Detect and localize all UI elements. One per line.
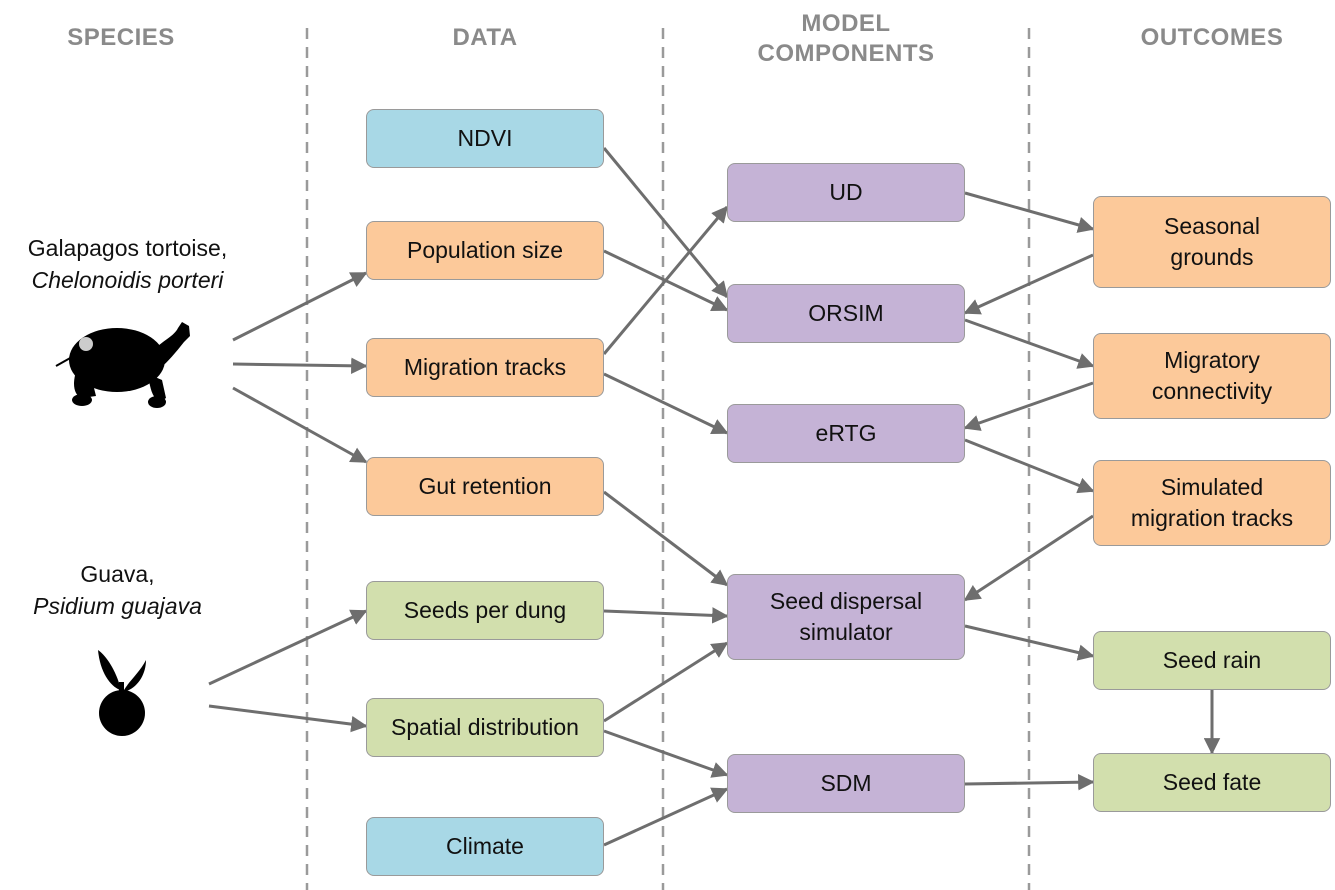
node-seed-rain: Seed rain bbox=[1093, 631, 1331, 690]
arrow-tortoise-to-migration bbox=[232, 357, 368, 375]
species-tortoise-label: Galapagos tortoise, Chelonoidis porteri bbox=[0, 232, 255, 296]
node-ud: UD bbox=[727, 163, 965, 222]
arrow-sdm-to-seed-fate bbox=[964, 773, 1095, 791]
arrow-simulated-to-seed-sim bbox=[963, 514, 1094, 602]
node-spatial-distribution: Spatial distribution bbox=[366, 698, 604, 757]
column-header-model: MODEL COMPONENTS bbox=[716, 9, 976, 69]
node-ud-label: UD bbox=[829, 179, 863, 205]
node-migratory-connectivity: Migratory connectivity bbox=[1093, 333, 1331, 419]
arrow-seeds-to-seed-sim bbox=[603, 607, 729, 624]
node-ertg-label: eRTG bbox=[815, 420, 877, 446]
node-climate-label: Climate bbox=[446, 833, 524, 859]
node-seed-rain-label: Seed rain bbox=[1162, 647, 1262, 673]
node-seeds-per-dung: Seeds per dung bbox=[366, 581, 604, 640]
node-simulated-migration-tracks: Simulated migration tracks bbox=[1093, 460, 1331, 546]
node-seasonal-grounds: Seasonal grounds bbox=[1093, 196, 1331, 288]
arrow-migration-to-ud bbox=[602, 205, 729, 355]
arrow-seasonal-to-orsim bbox=[963, 253, 1094, 315]
arrow-migration-to-ertg bbox=[603, 372, 729, 435]
column-header-species: SPECIES bbox=[67, 24, 175, 51]
node-ertg: eRTG bbox=[727, 404, 965, 463]
node-gut-retention-label: Gut retention bbox=[418, 473, 552, 499]
node-orsim: ORSIM bbox=[727, 284, 965, 343]
node-sdm-label: SDM bbox=[820, 770, 872, 796]
node-ndvi-label: NDVI bbox=[457, 125, 513, 151]
arrow-guava-to-seeds bbox=[208, 609, 368, 686]
column-header-outcomes: OUTCOMES bbox=[1140, 24, 1284, 51]
arrow-guava-to-spatial bbox=[208, 704, 368, 733]
node-seeds-per-dung-label: Seeds per dung bbox=[403, 597, 567, 623]
node-spatial-distribution-label: Spatial distribution bbox=[391, 714, 579, 740]
arrow-ndvi-to-orsim bbox=[602, 147, 729, 299]
node-ndvi: NDVI bbox=[366, 109, 604, 168]
node-seasonal-line2: grounds bbox=[1170, 244, 1254, 270]
arrow-connectivity-to-ertg bbox=[963, 381, 1094, 431]
tortoise-scientific-name: Chelonoidis porteri bbox=[31, 267, 224, 293]
guava-common-name: Guava, bbox=[80, 561, 155, 587]
node-seed-dispersal-simulator: Seed dispersal simulator bbox=[727, 574, 965, 660]
arrow-climate-to-sdm bbox=[603, 787, 729, 847]
node-gut-retention: Gut retention bbox=[366, 457, 604, 516]
arrow-ud-to-seasonal bbox=[964, 191, 1095, 233]
node-simulated-line1: Simulated bbox=[1160, 474, 1264, 500]
node-migration-tracks: Migration tracks bbox=[366, 338, 604, 397]
species-guava-label: Guava, Psidium guajava bbox=[0, 558, 235, 622]
arrow-ertg-to-simulated bbox=[964, 438, 1095, 494]
node-population-size: Population size bbox=[366, 221, 604, 280]
node-seasonal-line1: Seasonal bbox=[1164, 213, 1260, 239]
node-climate: Climate bbox=[366, 817, 604, 876]
arrow-tortoise-to-gut bbox=[232, 386, 368, 464]
node-connectivity-line1: Migratory bbox=[1164, 347, 1260, 373]
arrow-spatial-to-sdm bbox=[603, 729, 729, 778]
column-header-model-line1: MODEL bbox=[801, 10, 891, 37]
arrow-gut-to-seed-sim bbox=[603, 490, 729, 587]
node-seed-fate: Seed fate bbox=[1093, 753, 1331, 812]
arrow-seed-sim-to-seed-rain bbox=[964, 624, 1095, 661]
arrow-orsim-to-connectivity bbox=[964, 318, 1095, 369]
node-seed-dispersal-line2: simulator bbox=[799, 619, 893, 645]
tortoise-silhouette-icon bbox=[55, 322, 190, 408]
node-migration-tracks-label: Migration tracks bbox=[403, 354, 567, 380]
node-orsim-label: ORSIM bbox=[808, 300, 884, 326]
arrow-spatial-to-seed-sim bbox=[603, 641, 729, 723]
tortoise-common-name: Galapagos tortoise, bbox=[27, 235, 228, 261]
node-population-size-label: Population size bbox=[407, 237, 563, 263]
node-simulated-line2: migration tracks bbox=[1130, 505, 1294, 531]
column-header-model-line2: COMPONENTS bbox=[757, 40, 935, 67]
guava-silhouette-icon bbox=[98, 650, 146, 736]
column-header-data: DATA bbox=[452, 24, 518, 51]
arrow-tortoise-to-population bbox=[232, 271, 368, 342]
node-seed-dispersal-line1: Seed dispersal bbox=[769, 588, 923, 614]
node-connectivity-line2: connectivity bbox=[1151, 378, 1273, 404]
node-sdm: SDM bbox=[727, 754, 965, 813]
guava-scientific-name: Psidium guajava bbox=[33, 593, 202, 619]
node-seed-fate-label: Seed fate bbox=[1162, 769, 1262, 795]
